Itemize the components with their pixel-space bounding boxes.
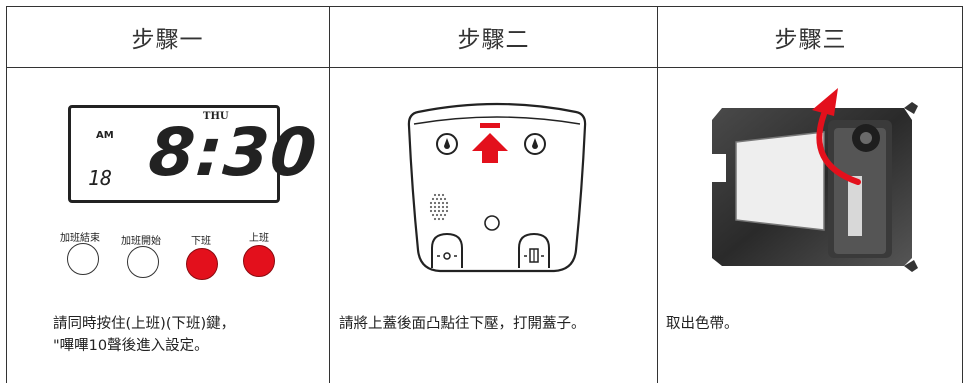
column-divider [329,6,330,383]
lcd-weekday: THU [203,111,229,122]
steps-table [6,6,963,383]
overtime-end-label: 加班結束 [60,233,100,244]
step-3-caption: 取出色帶。 [666,316,739,332]
step-3-header: 步驟三 [774,27,847,53]
lcd-ampm: AM [96,130,114,141]
overtime-start-button[interactable] [127,246,159,278]
lcd-day: 18 [88,166,113,190]
overtime-start-label: 加班開始 [121,236,161,247]
lcd-time: 8:30 [146,114,320,191]
overtime-end-button[interactable] [67,243,99,275]
step-2-caption: 請將上蓋後面凸點往下壓，打開蓋子。 [339,316,586,332]
clock-out-button[interactable] [186,248,218,280]
step-1-header: 步驟一 [131,27,204,53]
device-cover-back-illustration [407,102,587,273]
ribbon-cartridge-illustration [712,88,918,272]
clock-in-button[interactable] [243,245,275,277]
step-1-caption-line-1: 請同時按住(上班)(下班)鍵， [53,316,236,332]
clock-in-label: 上班 [249,233,269,244]
step-1-caption-line-2: "嗶嗶10聲後進入設定。 [53,338,209,354]
clock-out-label: 下班 [191,236,211,247]
column-divider [657,6,658,383]
step-1-caption: 請同時按住(上班)(下班)鍵， "嗶嗶10聲後進入設定。 [53,313,323,357]
header-divider [6,67,963,68]
lcd-display: THU AM 18 8:30 [68,105,320,203]
step-2-header: 步驟二 [457,27,530,53]
